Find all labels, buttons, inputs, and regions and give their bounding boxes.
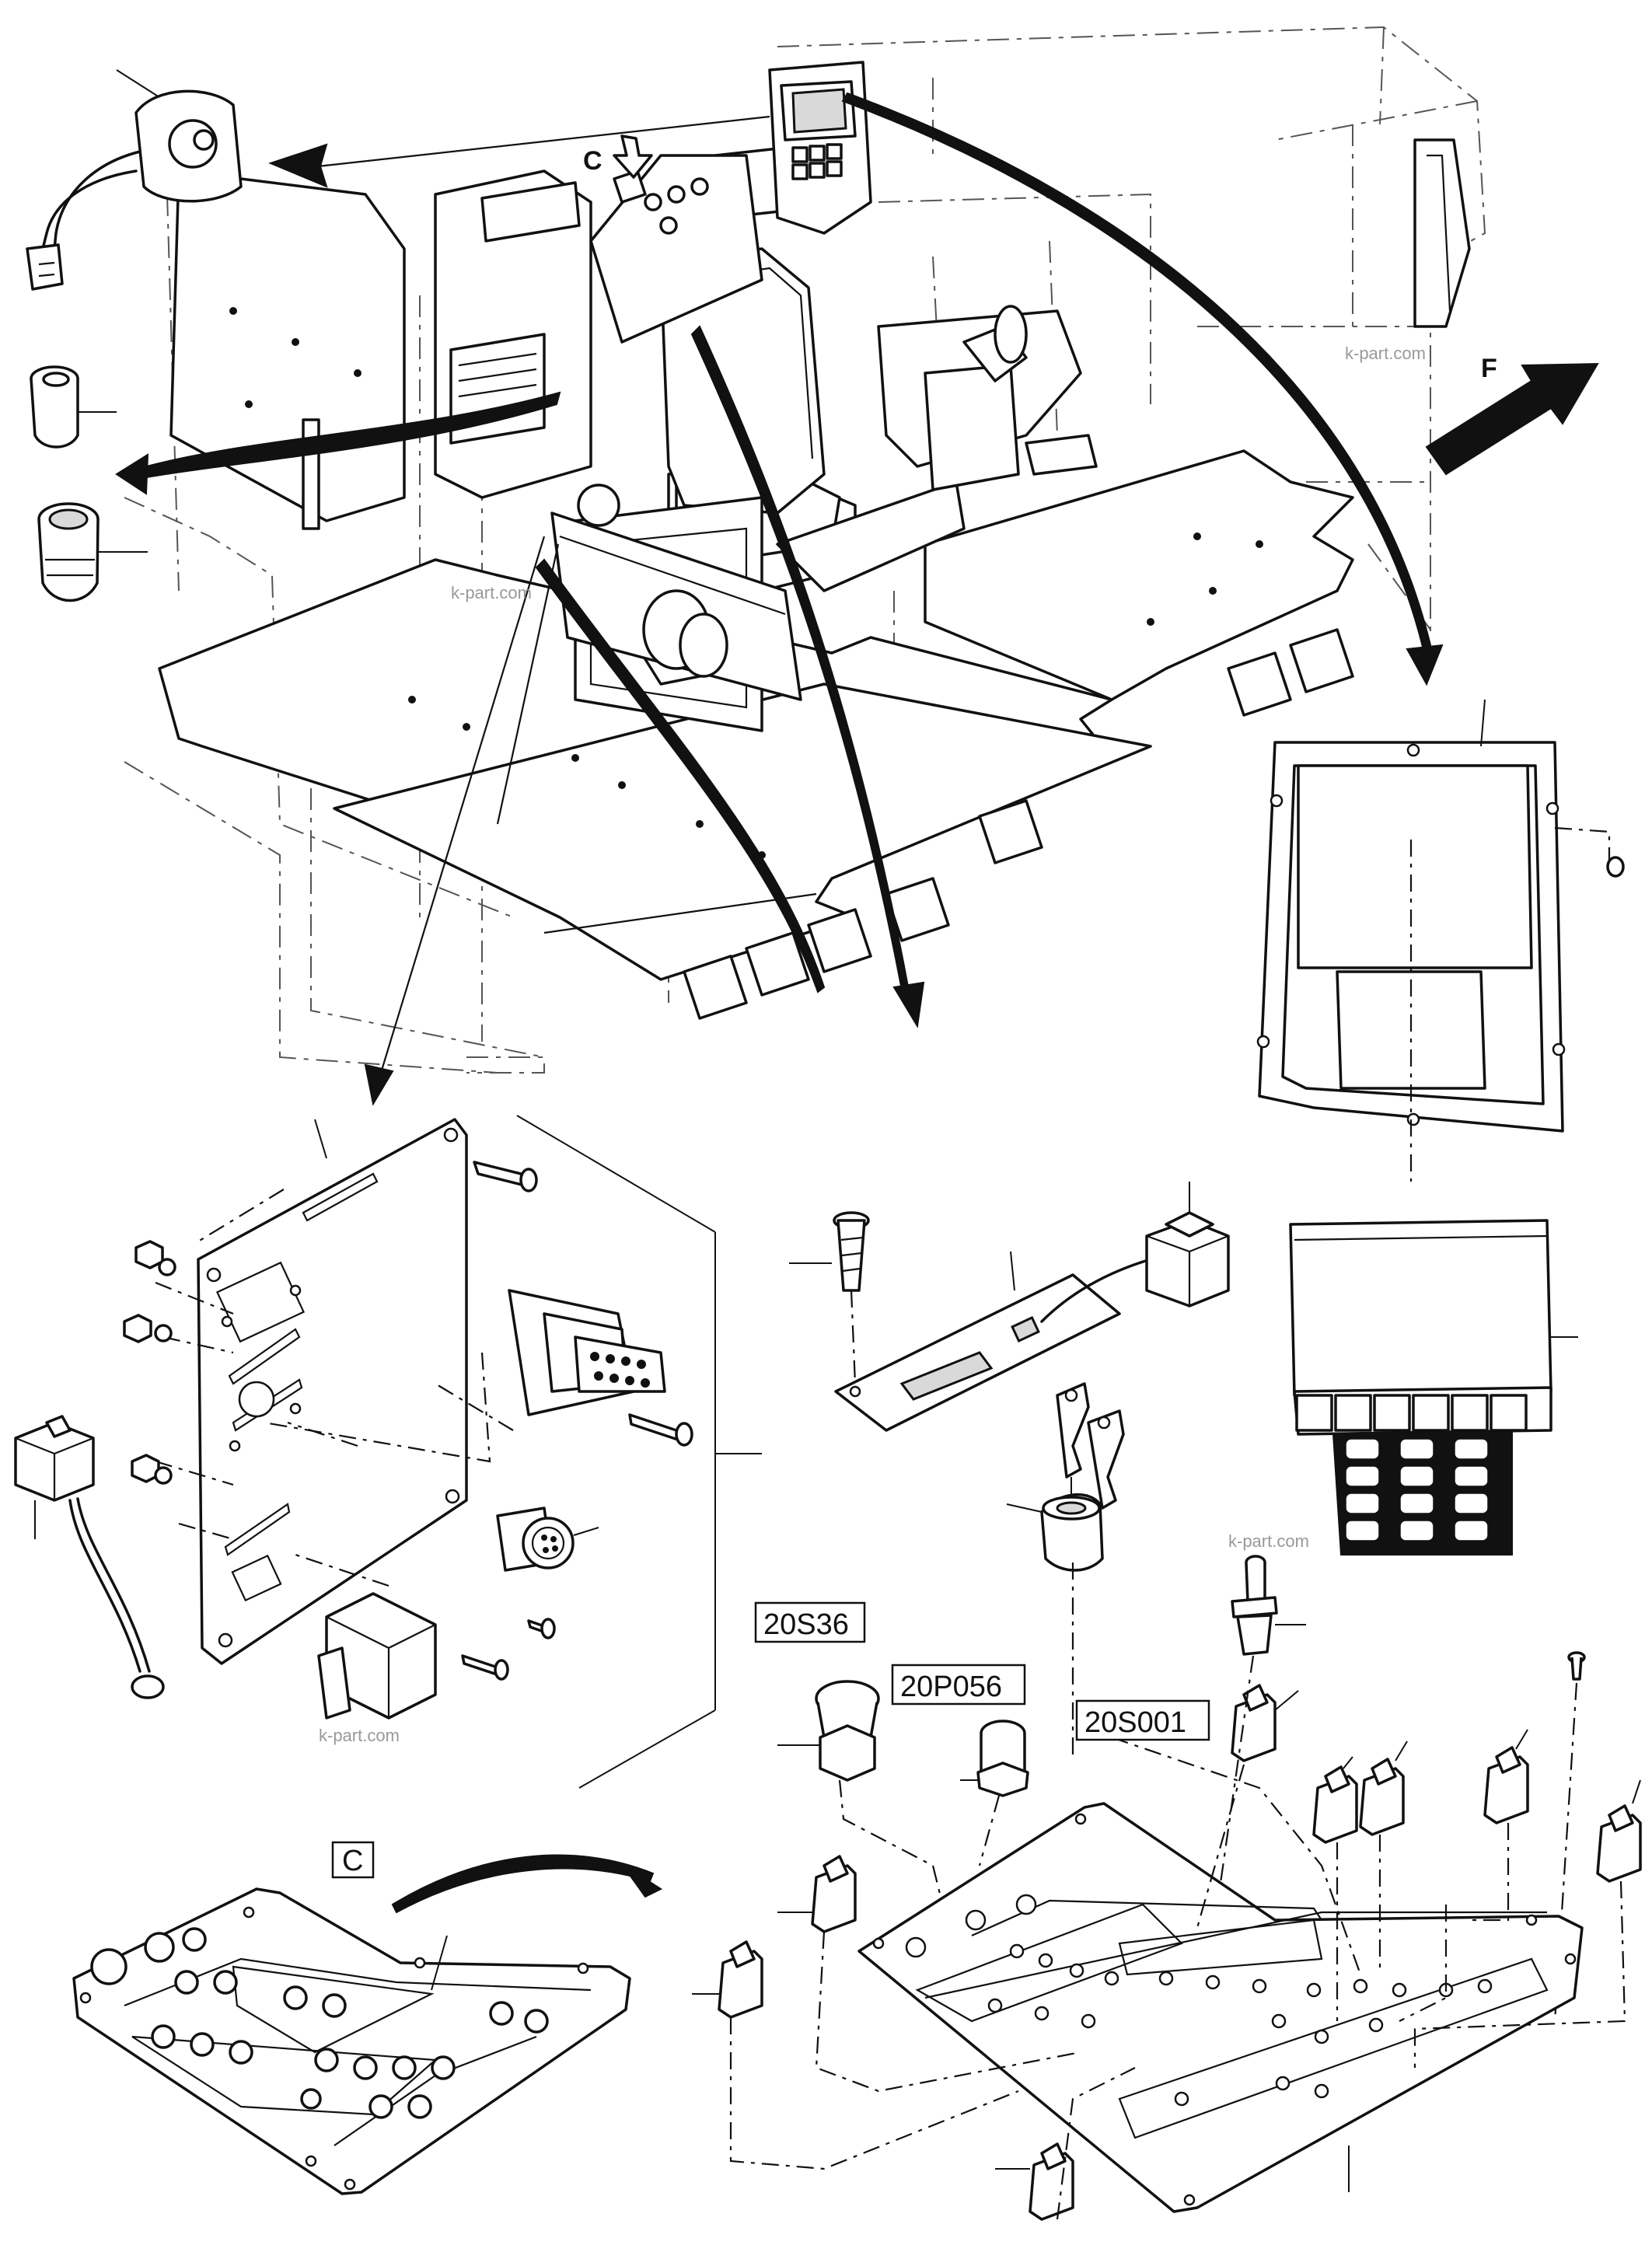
plate-hardware [123, 1161, 693, 1681]
view-c-arrow-label: C [583, 146, 602, 176]
rocker-switch-3 [1231, 1684, 1299, 1762]
round-connector [496, 1507, 599, 1572]
instrument-cluster-top [589, 61, 872, 344]
toggle-switch-sensor [1180, 1555, 1306, 2154]
rocker-switch-6 [1483, 1729, 1529, 1824]
d-sub-connector [508, 1289, 666, 1416]
callout-20s36: 20S36 [754, 1601, 866, 1643]
watermark-2: k-part.com [451, 583, 532, 602]
rocker-switch-8 [995, 2142, 1074, 2221]
cab-keypad-small [791, 143, 843, 180]
front-direction-arrow [1425, 362, 1599, 476]
floor-brackets [683, 628, 1354, 1020]
plug-socket-small [30, 365, 117, 449]
indicator-lamp [960, 1720, 1029, 1866]
plate-group-bracket [314, 1115, 762, 1789]
front-direction-label: F [1481, 354, 1497, 383]
callout-20s001: 20S001 [1075, 1699, 1210, 1741]
callout-view-c-text: C [342, 1845, 363, 1877]
proximity-sensor [26, 69, 243, 291]
display-module-keypad [1343, 1437, 1490, 1543]
callout-20p056-text: 20P056 [900, 1671, 1002, 1703]
relay-socket [317, 1592, 437, 1720]
buzzer-with-cable [14, 1415, 165, 1699]
rocker-switches [692, 1684, 1642, 2221]
watermark-3: k-part.com [1228, 1531, 1309, 1551]
rocker-switch-1 [777, 1855, 857, 1933]
screw-pcb [789, 1211, 870, 1384]
rocker-switch-5 [1359, 1741, 1408, 1836]
callout-20p056: 20P056 [891, 1664, 1026, 1706]
left-console [169, 169, 592, 530]
side-panel-right [1413, 138, 1471, 328]
rocker-switch-4 [1312, 1756, 1358, 1844]
floor-plates [158, 449, 1354, 981]
callout-arrows [115, 92, 1444, 1914]
callout-view-c: C [331, 1841, 375, 1879]
callout-20s36-text: 20S36 [763, 1608, 849, 1641]
ignition-key-switch [1006, 1382, 1125, 1572]
display-pcb-assembly [834, 1251, 1152, 1432]
cigarette-lighter [37, 502, 148, 602]
armrest-console [877, 305, 1098, 491]
display-module [1289, 1219, 1578, 1555]
display-bezel [1256, 699, 1625, 1182]
switch-panel-c-knobs [90, 1927, 549, 2119]
callout-20s001-text: 20S001 [1084, 1706, 1186, 1739]
watermark-4: k-part.com [319, 1726, 400, 1745]
view-c-marker [613, 134, 653, 179]
rocker-switch-2 [692, 1940, 763, 2019]
connector-mounting-plate [197, 1118, 468, 1665]
watermark-1: k-part.com [1345, 344, 1426, 363]
rocker-switch-7 [1596, 1779, 1642, 1883]
heater-blower [550, 484, 802, 701]
switch-panel-dashlines [729, 1562, 1626, 2220]
switch-panel-c [72, 1887, 631, 2195]
square-switch [1145, 1182, 1230, 1308]
switch-panel-right [857, 1802, 1584, 2213]
emergency-stop-button [777, 1680, 942, 1898]
